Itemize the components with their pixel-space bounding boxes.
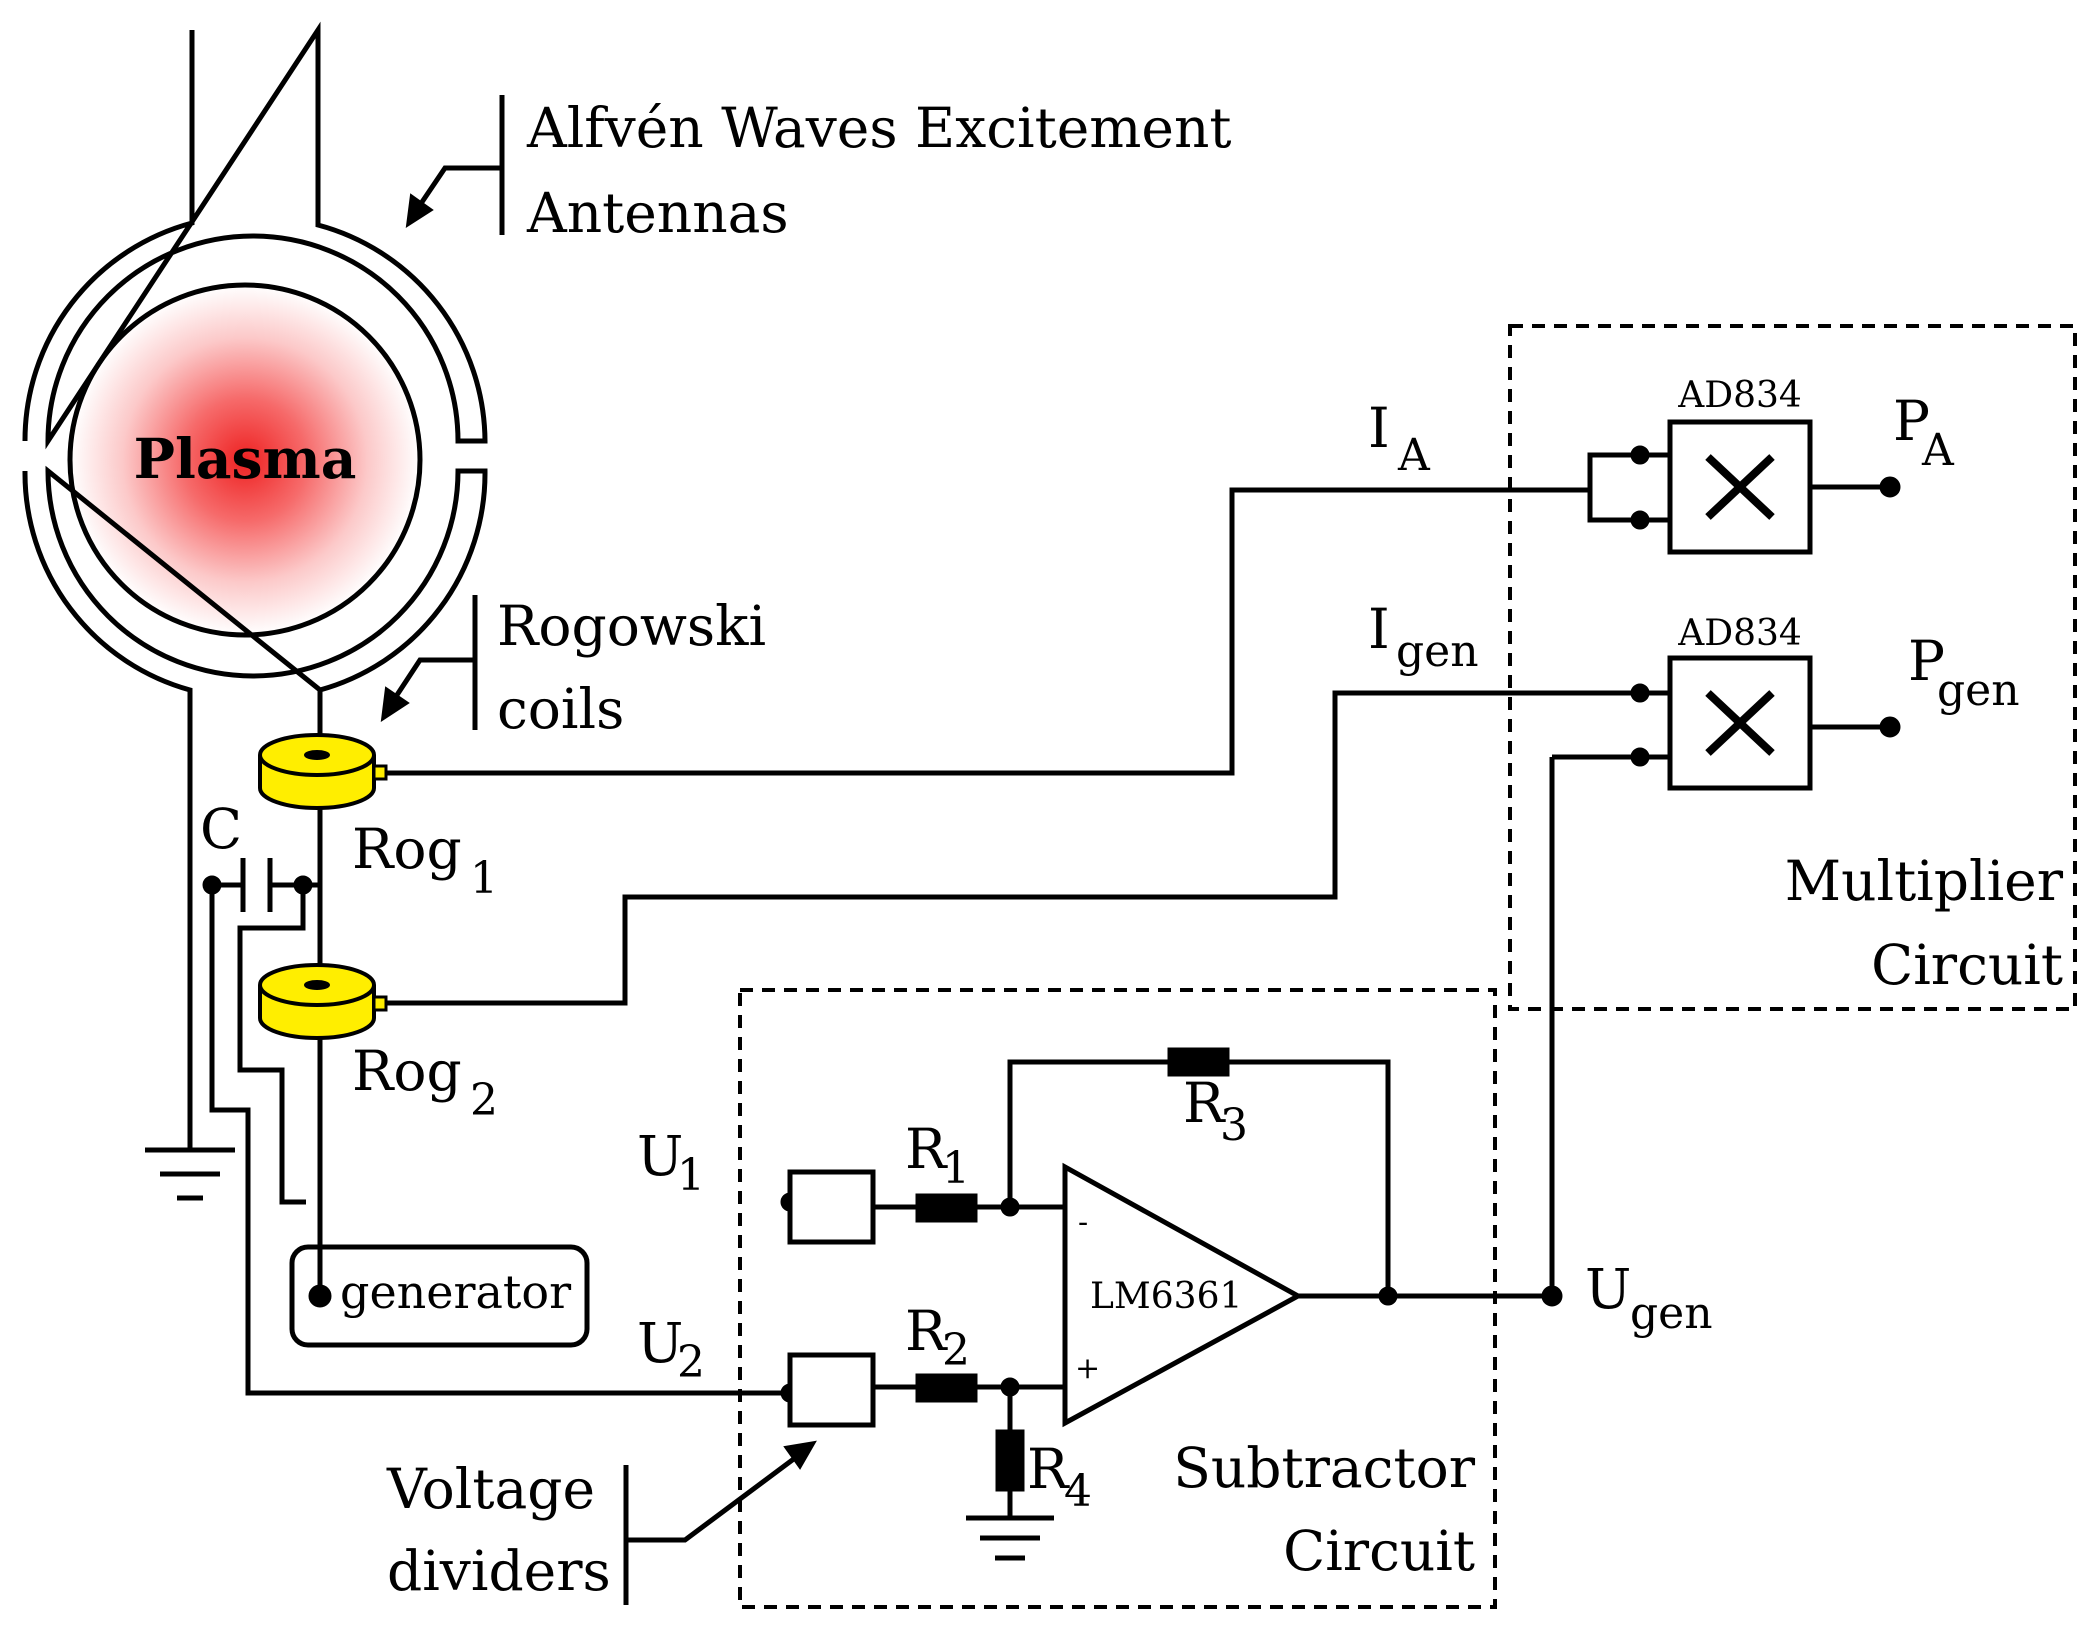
igen-subscript: gen xyxy=(1396,626,1479,677)
antenna-label-line1: Alfvén Waves Excitement xyxy=(526,96,1232,160)
opamp-minus: - xyxy=(1078,1205,1088,1240)
r2-subscript: 2 xyxy=(942,1325,970,1376)
rogowski-label-line2: coils xyxy=(497,677,624,741)
u1-label: U xyxy=(637,1124,683,1188)
antenna-top-ring xyxy=(22,21,488,450)
resistor-r2 xyxy=(915,1373,978,1403)
subtractor-circuit-label-line1: Subtractor xyxy=(1173,1436,1476,1500)
multiplier-2-chip-label: AD834 xyxy=(1677,613,1802,654)
antenna-bottom-ring xyxy=(22,465,488,1150)
opamp-plus: + xyxy=(1075,1351,1100,1386)
multiplier-circuit-label-line1: Multiplier xyxy=(1785,849,2064,913)
voltage-divider-pointer xyxy=(623,1440,817,1605)
plasma-vessel xyxy=(22,21,488,1150)
pa-label: P xyxy=(1893,389,1930,453)
wire-u1-feed xyxy=(237,885,306,1205)
pgen-label: P xyxy=(1908,629,1945,693)
r4-subscript: 4 xyxy=(1064,1466,1092,1517)
u2-subscript: 2 xyxy=(677,1337,705,1388)
rogowski-label-line1: Rogowski xyxy=(497,594,766,658)
opamp-label: LM6361 xyxy=(1090,1276,1242,1317)
rogowski-coil-2 xyxy=(258,963,388,1040)
r1-label: R xyxy=(905,1117,948,1181)
pa-subscript: A xyxy=(1921,425,1955,476)
r4-label: R xyxy=(1027,1437,1070,1501)
antenna-label-line2: Antennas xyxy=(526,181,789,245)
capacitor-c xyxy=(202,858,318,912)
ia-subscript: A xyxy=(1397,430,1431,481)
plasma-label: Plasma xyxy=(134,426,357,491)
ground-symbol-r4 xyxy=(966,1515,1054,1561)
subtractor-circuit-label-line2: Circuit xyxy=(1283,1519,1475,1583)
ugen-subscript: gen xyxy=(1630,1288,1713,1339)
generator-terminal xyxy=(308,1284,332,1308)
resistor-r1 xyxy=(915,1193,978,1223)
ia-label: I xyxy=(1368,396,1390,460)
ground-symbol-left xyxy=(145,1147,235,1201)
wire-ia xyxy=(386,487,1590,776)
u2-label: U xyxy=(637,1311,683,1375)
generator-label: generator xyxy=(340,1265,571,1319)
rog1-subscript: 1 xyxy=(470,853,498,904)
rogowski-pointer xyxy=(380,595,478,730)
antenna-pointer xyxy=(405,95,505,235)
igen-label: I xyxy=(1368,597,1390,661)
rog1-label: Rog xyxy=(352,817,462,881)
voltage-dividers-label-line1: Voltage xyxy=(386,1457,595,1521)
ugen-label: U xyxy=(1585,1257,1631,1321)
wire-u2-feed xyxy=(209,885,790,1396)
rog2-subscript: 2 xyxy=(470,1075,498,1126)
rog2-label: Rog xyxy=(352,1039,462,1103)
multiplier-1-chip-label: AD834 xyxy=(1677,375,1802,416)
multiplier-circuit-label-line2: Circuit xyxy=(1871,933,2063,997)
resistor-r4 xyxy=(995,1429,1025,1492)
voltage-divider-1 xyxy=(780,1169,918,1245)
r1-subscript: 1 xyxy=(942,1143,970,1194)
opamp-lm6361 xyxy=(1062,1162,1304,1428)
generator-box xyxy=(289,1244,590,1348)
r3-label: R xyxy=(1183,1071,1226,1135)
voltage-divider-2 xyxy=(780,1352,918,1428)
multiplier-circuit-box xyxy=(1508,324,2077,1011)
u1-subscript: 1 xyxy=(677,1150,705,1201)
wire-igen xyxy=(386,690,1670,1006)
feedback-wire xyxy=(1007,1059,1170,1207)
multiplier-2 xyxy=(1552,655,1901,791)
r2-label: R xyxy=(905,1299,948,1363)
capacitor-label: C xyxy=(200,797,242,861)
rogowski-coil-1 xyxy=(258,733,388,810)
plasma-core xyxy=(67,282,423,638)
multiplier-1 xyxy=(1587,419,1901,555)
r3-subscript: 3 xyxy=(1220,1100,1248,1151)
voltage-dividers-label-line2: dividers xyxy=(387,1539,611,1603)
pgen-subscript: gen xyxy=(1937,665,2020,716)
